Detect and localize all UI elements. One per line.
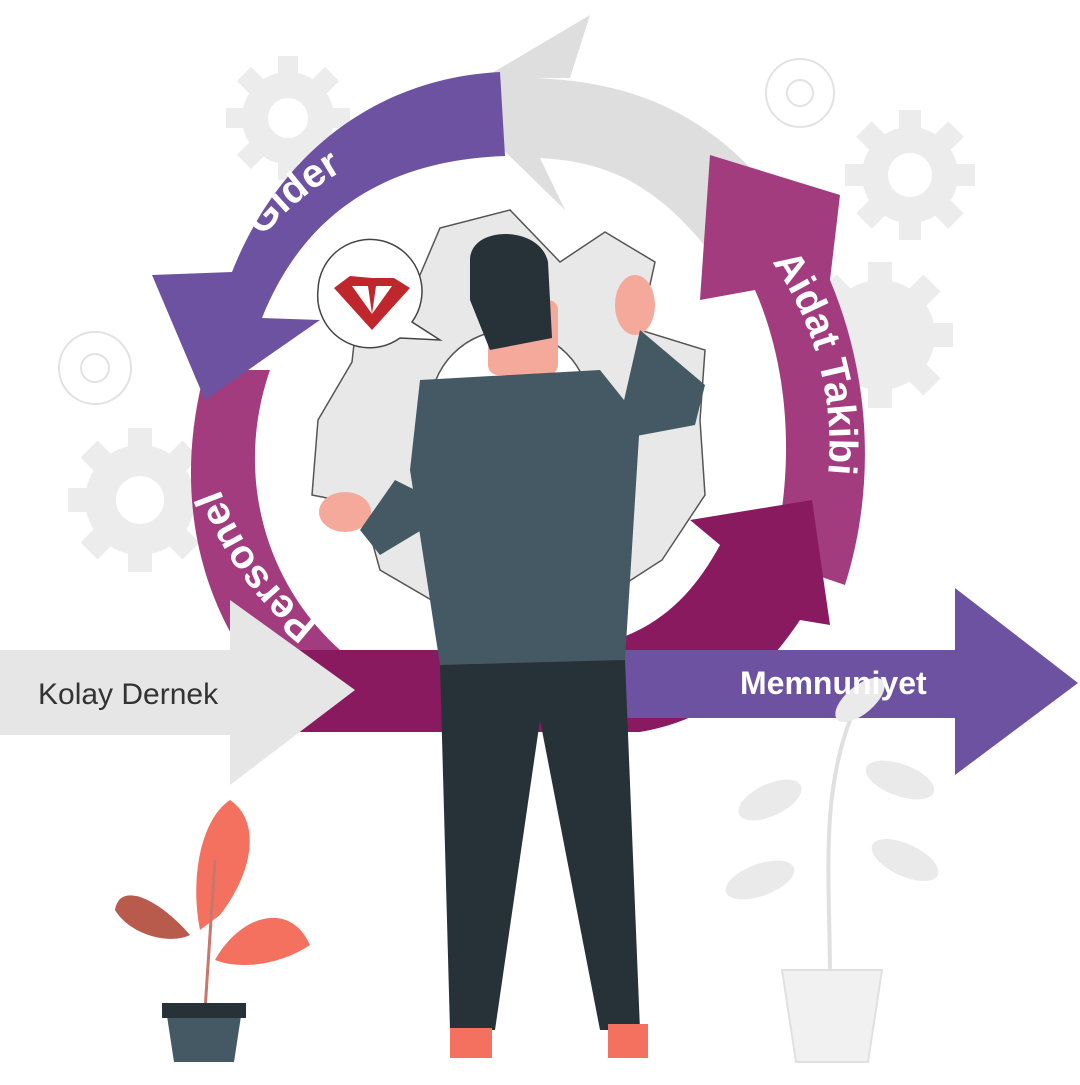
aidat-arrow [700, 155, 865, 585]
person-figure [319, 233, 705, 1058]
gider-arrow [152, 72, 505, 400]
gear-icon [58, 331, 132, 405]
end-arrow [620, 588, 1078, 775]
plant-icon [725, 677, 939, 1063]
gear-icon [807, 262, 953, 408]
gear-icon [765, 58, 835, 128]
gear-icon [68, 428, 212, 572]
plant-icon [115, 800, 310, 1062]
logo-icon [316, 238, 443, 349]
personel-arrow [190, 370, 340, 720]
gear-icon [845, 110, 975, 240]
grey-cycle-arrow [450, 15, 790, 265]
start-arrow [0, 600, 355, 785]
end-label: Memnuniyet [740, 665, 927, 701]
start-label: Kolay Dernek [38, 678, 219, 711]
